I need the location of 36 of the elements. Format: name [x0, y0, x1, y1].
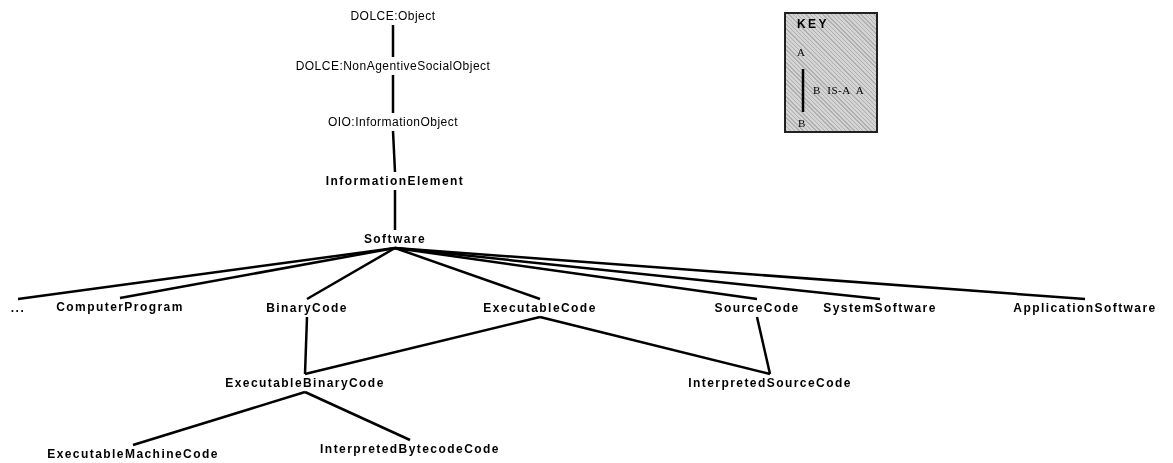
- is-a-line: [304, 315, 541, 376]
- is-a-line: [539, 315, 771, 376]
- class-label: ...: [10, 300, 26, 316]
- key-text: A: [797, 45, 805, 60]
- is-a-line: [394, 246, 1086, 301]
- class-label: SystemSoftware: [823, 300, 937, 316]
- is-a-line: [304, 390, 411, 442]
- class-label: ComputerProgram: [56, 299, 184, 315]
- key-text: B: [798, 116, 806, 131]
- is-a-line: [755, 316, 772, 375]
- is-a-line: [391, 75, 395, 113]
- key-box: [784, 12, 878, 133]
- is-a-line: [391, 130, 397, 173]
- is-a-line: [391, 25, 395, 57]
- class-label: OIO:InformationObject: [327, 114, 459, 130]
- class-label: InterpretedSourceCode: [688, 375, 852, 391]
- class-label: ExecutableMachineCode: [47, 446, 219, 462]
- class-label: InterpretedBytecodeCode: [320, 441, 500, 457]
- class-label: DOLCE:Object: [350, 8, 436, 24]
- class-label: ExecutableBinaryCode: [225, 375, 385, 391]
- class-label: DOLCE:NonAgentiveSocialObject: [295, 58, 491, 74]
- is-a-line: [394, 246, 881, 301]
- is-a-line: [132, 390, 306, 447]
- class-label: Software: [363, 231, 427, 247]
- is-a-line: [119, 246, 396, 300]
- is-a-line: [394, 246, 541, 301]
- class-label: ExecutableCode: [483, 300, 597, 316]
- key-text: B IS-A A: [813, 83, 865, 98]
- is-a-line: [303, 316, 309, 375]
- class-label: ApplicationSoftware: [1013, 300, 1157, 316]
- class-label: SourceCode: [714, 300, 800, 316]
- key-title: KEY: [797, 16, 829, 33]
- class-label: BinaryCode: [266, 300, 348, 316]
- is-a-line: [393, 190, 397, 230]
- class-label: InformationElement: [325, 173, 465, 189]
- is-a-line: [306, 246, 396, 301]
